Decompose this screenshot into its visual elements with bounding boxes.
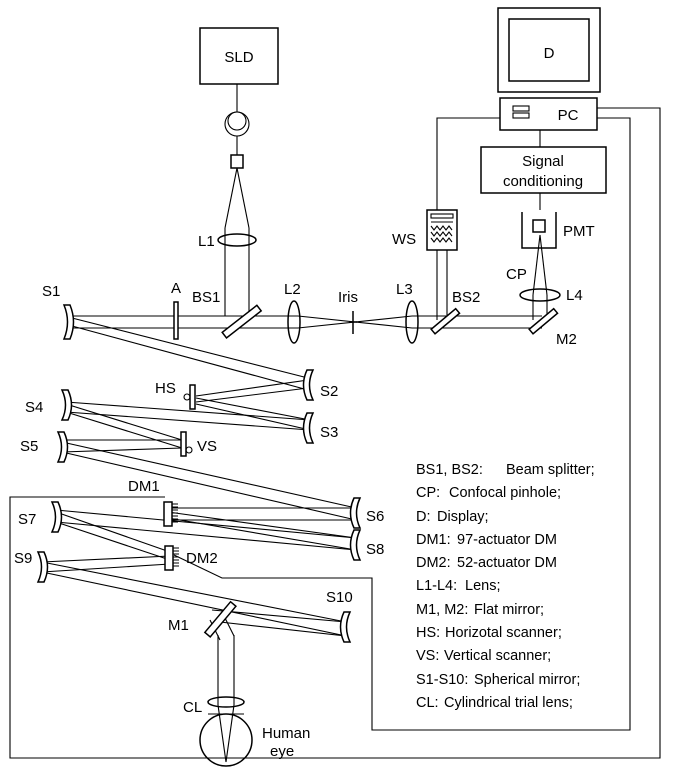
lens-l4 bbox=[519, 288, 561, 302]
label-eye-line1: Human bbox=[262, 725, 310, 742]
lenses bbox=[207, 233, 561, 708]
label-vs: VS bbox=[197, 438, 217, 455]
sld-label: SLD bbox=[224, 49, 253, 66]
label-m2: M2 bbox=[556, 331, 577, 348]
deformable-mirror-dm2 bbox=[164, 545, 174, 571]
deformable-mirrors bbox=[163, 501, 179, 571]
legend-key: HS: bbox=[416, 625, 440, 641]
legend-key: BS1, BS2: bbox=[416, 462, 483, 478]
legend-key: CL: bbox=[416, 695, 439, 711]
mirror-s3 bbox=[302, 412, 315, 444]
label-l2: L2 bbox=[284, 281, 301, 298]
mirror-s7 bbox=[50, 501, 63, 533]
legend-desc: Horizotal scanner; bbox=[445, 625, 562, 641]
legend-desc: Display; bbox=[437, 509, 489, 525]
label-l3: L3 bbox=[396, 281, 413, 298]
label-s7: S7 bbox=[18, 511, 36, 528]
label-s9: S9 bbox=[14, 550, 32, 567]
pc-label: PC bbox=[558, 107, 579, 124]
spherical-mirrors bbox=[36, 304, 362, 643]
control-cables bbox=[9, 107, 661, 759]
label-eye-line2: eye bbox=[270, 743, 294, 760]
optical-elements bbox=[173, 301, 559, 638]
lens-l2 bbox=[287, 300, 301, 344]
beam-splitter-bs2 bbox=[430, 307, 461, 335]
mirror-s1 bbox=[62, 304, 75, 340]
label-l4: L4 bbox=[566, 287, 583, 304]
label-s2: S2 bbox=[320, 383, 338, 400]
legend: BS1, BS2: Beam splitter; CP: Confocal pi… bbox=[416, 462, 595, 711]
legend-desc: Cylindrical trial lens; bbox=[444, 695, 573, 711]
mirror-s2 bbox=[302, 369, 315, 401]
computer-display: D PC bbox=[497, 7, 601, 131]
signal-conditioning-line2: conditioning bbox=[503, 173, 583, 190]
legend-key: S1-S10: bbox=[416, 672, 468, 688]
aperture-a bbox=[173, 301, 179, 340]
legend-desc: 97-actuator DM bbox=[457, 532, 557, 548]
legend-desc: Lens; bbox=[465, 578, 500, 594]
mirror-s8 bbox=[349, 529, 362, 561]
pmt-label: PMT bbox=[563, 223, 595, 240]
lens-l3 bbox=[405, 300, 419, 344]
scanners bbox=[180, 384, 196, 457]
wavefront-sensor: WS bbox=[392, 209, 458, 251]
human-eye bbox=[199, 713, 253, 767]
legend-key: VS: bbox=[416, 648, 439, 664]
lens-l1 bbox=[217, 233, 257, 247]
legend-desc: Flat mirror; bbox=[474, 602, 544, 618]
mirror-s4 bbox=[60, 389, 73, 421]
mirror-s6 bbox=[349, 497, 362, 529]
sld-source: SLD bbox=[199, 27, 279, 169]
legend-desc: Spherical mirror; bbox=[474, 672, 580, 688]
label-s5: S5 bbox=[20, 438, 38, 455]
label-s1: S1 bbox=[42, 283, 60, 300]
legend-key: DM1: bbox=[416, 532, 451, 548]
flat-mirror-m1 bbox=[203, 600, 237, 638]
label-dm1: DM1 bbox=[128, 478, 160, 495]
label-s8: S8 bbox=[366, 541, 384, 558]
label-s3: S3 bbox=[320, 424, 338, 441]
legend-desc: Beam splitter; bbox=[506, 462, 595, 478]
label-bs1: BS1 bbox=[192, 289, 220, 306]
flat-mirror-m2 bbox=[528, 307, 559, 335]
deformable-mirror-dm1 bbox=[163, 501, 173, 527]
label-cp: CP bbox=[506, 266, 527, 283]
legend-key: L1-L4: bbox=[416, 578, 457, 594]
signal-conditioning-line1: Signal bbox=[522, 153, 564, 170]
legend-key: CP: bbox=[416, 485, 440, 501]
legend-desc: 52-actuator DM bbox=[457, 555, 557, 571]
label-dm2: DM2 bbox=[186, 550, 218, 567]
beam-paths bbox=[41, 167, 548, 763]
mirror-s10 bbox=[339, 611, 352, 643]
beam-splitter-bs1 bbox=[221, 304, 263, 339]
label-hs: HS bbox=[155, 380, 176, 397]
legend-key: D: bbox=[416, 509, 431, 525]
ws-label: WS bbox=[392, 231, 416, 248]
label-cl: CL bbox=[183, 699, 202, 716]
display-label: D bbox=[544, 45, 555, 62]
lens-cl bbox=[207, 696, 245, 708]
label-iris: Iris bbox=[338, 289, 358, 306]
legend-key: DM2: bbox=[416, 555, 451, 571]
label-bs2: BS2 bbox=[452, 289, 480, 306]
mirror-s5 bbox=[56, 431, 69, 463]
legend-desc: Vertical scanner; bbox=[444, 648, 551, 664]
label-l1: L1 bbox=[198, 233, 215, 250]
component-labels: L1 A BS1 L2 Iris L3 BS2 CP L4 M2 S1 HS S… bbox=[14, 233, 583, 760]
label-s6: S6 bbox=[366, 508, 384, 525]
label-m1: M1 bbox=[168, 617, 189, 634]
pmt-detector: PMT bbox=[521, 212, 595, 249]
label-s10: S10 bbox=[326, 589, 353, 606]
mirror-s9 bbox=[36, 551, 49, 583]
signal-conditioning: Signal conditioning bbox=[480, 146, 607, 194]
legend-key: M1, M2: bbox=[416, 602, 468, 618]
legend-desc: Confocal pinhole; bbox=[449, 485, 561, 501]
label-a: A bbox=[171, 280, 181, 297]
label-s4: S4 bbox=[25, 399, 43, 416]
vertical-scanner bbox=[180, 431, 187, 457]
horizontal-scanner bbox=[189, 384, 196, 410]
